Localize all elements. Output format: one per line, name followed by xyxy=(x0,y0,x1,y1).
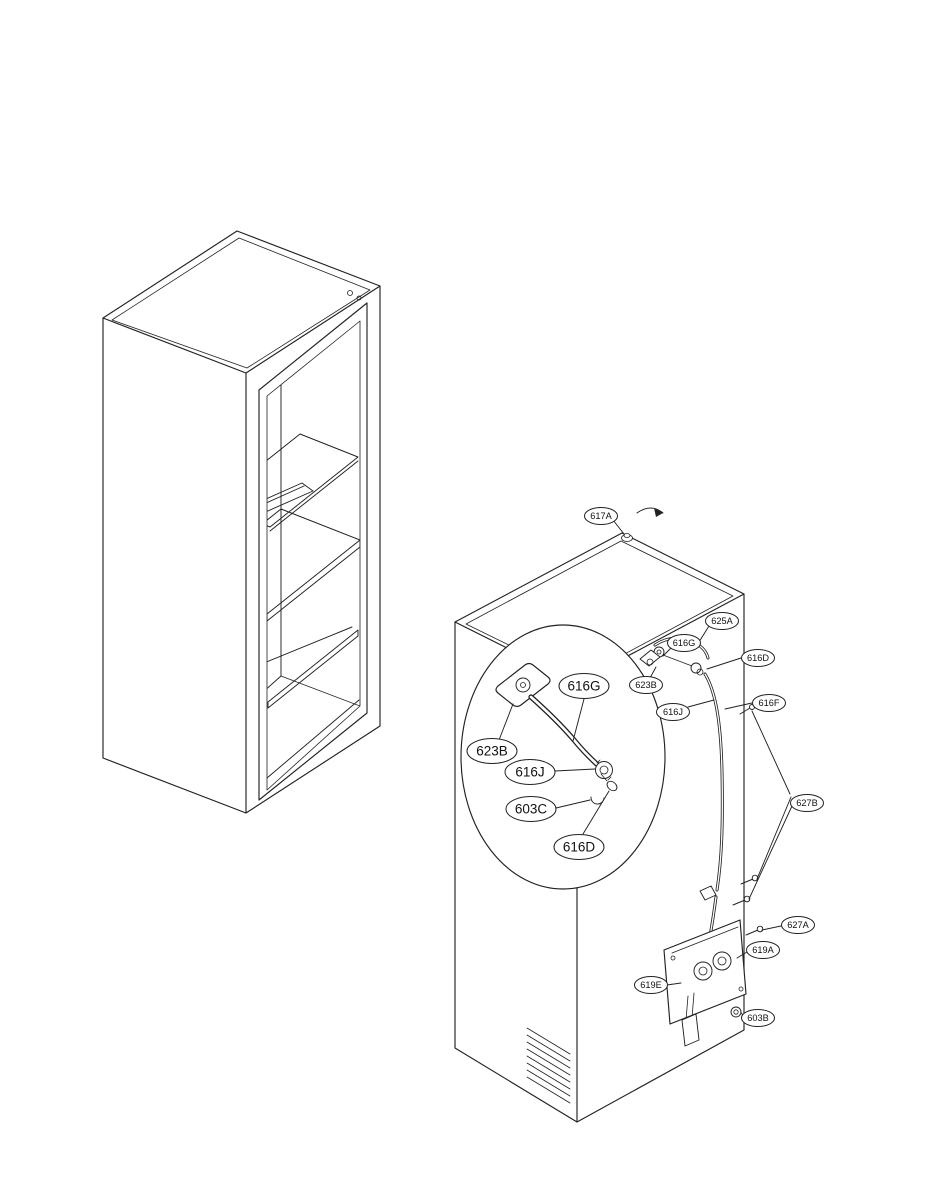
leader-619A xyxy=(736,951,748,959)
callout-616F: 616F xyxy=(752,694,786,712)
callouts-inset: 616G 623B 616J 603C 616D xyxy=(466,673,610,860)
callout-inset-616D: 616D xyxy=(553,834,605,860)
callout-616J-main: 616J xyxy=(656,703,690,721)
callout-623B-main: 623B xyxy=(629,676,663,694)
valve-solenoid xyxy=(693,961,713,981)
leader-inset-603C xyxy=(555,799,591,809)
callout-617A: 617A xyxy=(584,507,618,525)
connector-link xyxy=(662,654,693,667)
svg-text:617A: 617A xyxy=(590,511,612,521)
inset-detail xyxy=(460,624,666,890)
leader-616D-main xyxy=(706,657,742,670)
leader-inset-616G xyxy=(572,698,585,742)
callout-619E: 619E xyxy=(634,976,668,994)
inset-grommet xyxy=(495,662,551,708)
svg-text:616G: 616G xyxy=(673,638,695,648)
valve-solenoid xyxy=(712,951,732,971)
mounting-screws xyxy=(732,704,764,936)
screw-shaft xyxy=(739,707,751,715)
screw-head xyxy=(756,925,764,933)
leader-inset-616D xyxy=(582,790,610,835)
svg-text:616G: 616G xyxy=(567,679,600,694)
screw-shaft xyxy=(732,899,746,906)
rotation-arrowhead xyxy=(654,508,663,517)
callout-627B: 627B xyxy=(790,794,824,812)
svg-text:623B: 623B xyxy=(635,680,656,690)
hinge-hole xyxy=(347,290,353,296)
compartment-divider xyxy=(267,508,360,622)
freezer-rail xyxy=(267,626,359,709)
svg-text:627B: 627B xyxy=(796,798,817,808)
screw-shaft xyxy=(745,929,759,936)
callout-603B: 603B xyxy=(741,1009,775,1027)
freezer-floor xyxy=(267,699,360,779)
callout-inset-616J: 616J xyxy=(504,759,556,785)
tube-coupler xyxy=(690,662,702,674)
callout-616G-main: 616G xyxy=(667,634,701,652)
glass-shelf xyxy=(267,433,359,532)
svg-text:616J: 616J xyxy=(663,707,683,717)
svg-text:625A: 625A xyxy=(711,616,733,626)
callout-627A: 627A xyxy=(781,916,815,934)
valve-outlet-tubes xyxy=(685,992,695,1021)
rotation-arrow xyxy=(636,507,664,514)
svg-text:603C: 603C xyxy=(515,802,548,817)
cabinet-front-edges xyxy=(102,285,381,814)
water-valve-assembly xyxy=(663,919,747,1047)
shelf-bracket xyxy=(267,482,314,515)
leader-617A xyxy=(612,519,625,535)
leader-inset-616J xyxy=(554,768,596,772)
leader-616F xyxy=(724,702,753,710)
leader-616G-main xyxy=(662,647,672,657)
valve-lower-bracket xyxy=(681,1013,700,1047)
callout-inset-616G: 616G xyxy=(558,673,610,699)
leader-627B xyxy=(748,710,793,900)
water-line-cap-top xyxy=(623,533,631,538)
callouts-main: 617A 625A 616G 616D 623B 616J 616F 627B xyxy=(584,507,824,1027)
plate-hole xyxy=(738,986,744,992)
svg-text:616J: 616J xyxy=(515,765,544,780)
callout-616D-main: 616D xyxy=(741,649,775,667)
tube-clamp-part xyxy=(730,1006,742,1018)
screw-head xyxy=(743,895,751,903)
hinge-hole xyxy=(356,295,362,301)
tube-clip-bracket xyxy=(699,885,717,901)
svg-text:616F: 616F xyxy=(759,698,780,708)
callout-inset-623B: 623B xyxy=(466,738,518,764)
svg-text:616D: 616D xyxy=(747,653,769,663)
plate-hole xyxy=(670,955,676,961)
screw-shaft xyxy=(740,878,754,885)
callout-inset-603C: 603C xyxy=(505,796,557,822)
svg-text:623B: 623B xyxy=(476,744,508,759)
inset-coupler-nut xyxy=(595,761,613,779)
leader-627A xyxy=(761,925,782,931)
tube-grommet xyxy=(639,649,661,667)
cabinet-interior xyxy=(267,321,360,790)
cabinet-drawing xyxy=(102,230,381,814)
svg-text:603B: 603B xyxy=(747,1013,768,1023)
svg-text:616D: 616D xyxy=(563,840,596,855)
door-opening-frame-outer xyxy=(258,302,368,801)
callout-619A: 619A xyxy=(746,941,780,959)
leader-inset-623B xyxy=(498,703,514,741)
svg-text:619A: 619A xyxy=(752,945,774,955)
leader-623B-main xyxy=(649,666,657,679)
callout-625A: 625A xyxy=(705,612,739,630)
svg-text:627A: 627A xyxy=(787,920,809,930)
cabinet-top-inner-line xyxy=(111,237,371,369)
vent-grille xyxy=(526,1027,571,1104)
leader-619E xyxy=(666,982,682,986)
inset-tube-stub xyxy=(606,780,618,792)
leader-616J-main xyxy=(687,699,715,708)
svg-text:619E: 619E xyxy=(640,980,661,990)
